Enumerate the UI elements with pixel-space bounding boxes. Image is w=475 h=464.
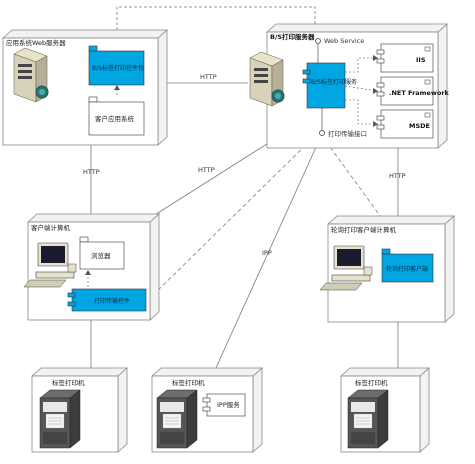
node-title: B/S打印服务器: [270, 32, 315, 41]
component-net-framework: .NET Framework: [376, 76, 450, 106]
package-bs-print-controls: B/S标签打印控件包: [88, 45, 145, 86]
print-transfer-interface: 打印传输接口: [319, 108, 367, 138]
node-title: 标签打印机: [172, 378, 205, 387]
node-client-pc: 客户端计算机 浏览器 打印传输控件: [23, 213, 161, 321]
component-ipp-service: IPP服务: [202, 393, 246, 417]
node-poll-pc: 轮询打印客户端计算机 轮询打印客户端: [319, 215, 456, 323]
dependency-line-top: [116, 6, 316, 50]
component-label: IPP服务: [217, 400, 240, 409]
dependency-line-control: [147, 133, 318, 301]
server-icon: [13, 47, 49, 103]
node-title: 标签打印机: [52, 378, 85, 387]
web-service-interface: Web Service: [315, 37, 364, 63]
node-title: 客户端计算机: [31, 223, 71, 232]
ipp-line: [214, 133, 323, 371]
edge-label-ipp: IPP: [262, 249, 272, 257]
node-printer-mid: 标签打印机 IPP服务: [150, 367, 264, 453]
component-bs-print-service: B/S标签打印服务: [302, 62, 357, 109]
label-printer-icon: [39, 389, 81, 449]
web-service-label: Web Service: [324, 37, 364, 45]
connectors: [90, 6, 406, 371]
node-title: 轮询打印客户端计算机: [331, 225, 397, 234]
interface-label: 打印传输接口: [328, 129, 367, 138]
package-label: B/S标签打印控件包: [92, 64, 144, 72]
node-title: 标签打印机: [355, 378, 388, 387]
component-label: IIS: [416, 56, 426, 64]
edge-label-http-left: HTTP: [83, 168, 100, 176]
component-label: 打印传输控件: [94, 297, 130, 305]
computer-icon: [23, 242, 77, 288]
node-printer-right: 标签打印机: [339, 367, 431, 453]
node-print-server: B/S打印服务器 Web Service B/S标签打印服务: [249, 23, 450, 149]
package-poll-client: 轮询打印客户端: [381, 248, 434, 283]
component-label: .NET Framework: [389, 89, 450, 97]
dependency-line-poll: [321, 135, 406, 251]
http-line-mid: [149, 141, 271, 219]
package-label: 轮询打印客户端: [386, 265, 428, 273]
label-printer-icon: [347, 389, 389, 449]
edge-label-http-right: HTTP: [389, 172, 406, 180]
node-printer-left: 标签打印机: [30, 367, 129, 453]
server-icon: [249, 51, 285, 107]
label-printer-icon: [156, 389, 198, 449]
edge-label-http-top: HTTP: [200, 73, 217, 81]
package-client-app: 客户应用系统: [88, 96, 145, 136]
node-title: 应用系统Web服务器: [6, 38, 66, 47]
edge-label-http-mid: HTTP: [198, 166, 215, 174]
computer-icon: [319, 245, 373, 291]
component-msde: MSDE: [376, 109, 434, 139]
component-label: B/S标签打印服务: [311, 78, 357, 86]
package-label: 浏览器: [91, 251, 111, 260]
node-app-server: 应用系统Web服务器 B/S标签打印控件包 客户应用系统: [1, 29, 169, 146]
package-browser: 浏览器: [79, 236, 125, 270]
component-print-control: 打印传输控件: [67, 288, 147, 312]
component-label: MSDE: [409, 122, 430, 130]
package-label: 客户应用系统: [95, 114, 135, 123]
component-iis: IIS: [376, 43, 434, 73]
